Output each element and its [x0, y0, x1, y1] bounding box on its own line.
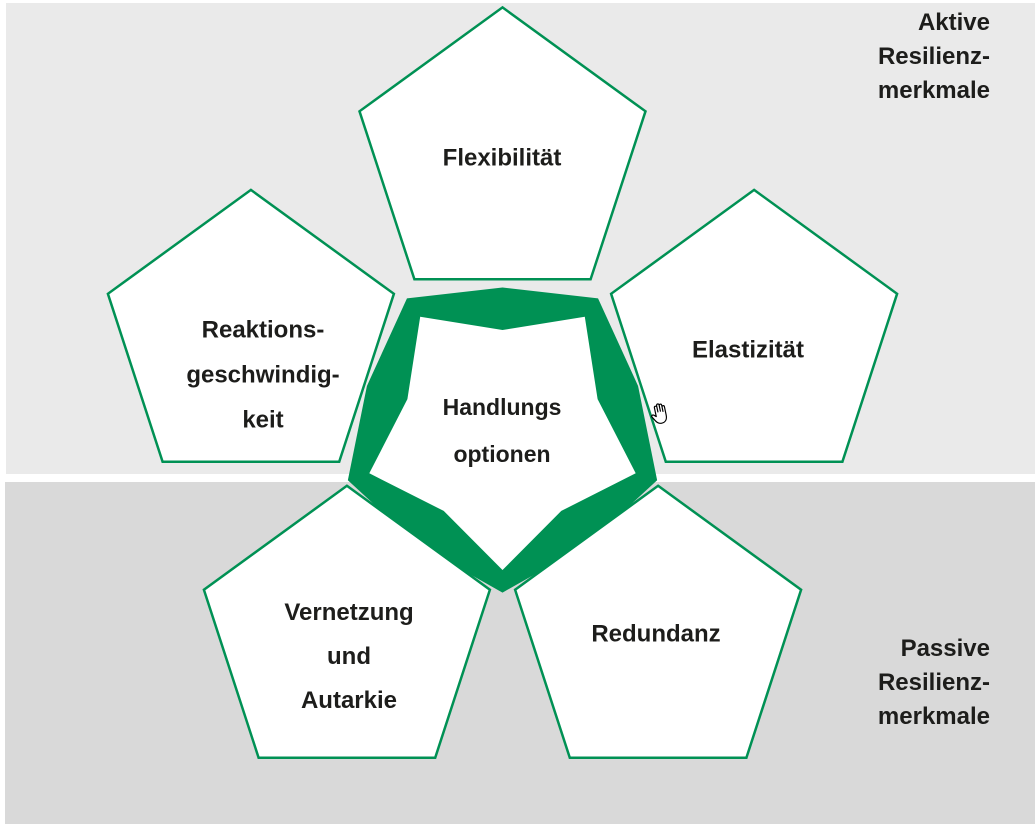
active-title-line-1: Aktive [917, 9, 990, 36]
label-elastizitaet: Elastizität [692, 328, 804, 373]
pentagon-bottom-left-vernetzung[interactable] [202, 484, 492, 759]
label-reaktions-line-2: geschwindig- [186, 361, 340, 389]
label-reaktionsgeschwindigkeit: Reaktions- geschwindig- keit [186, 308, 339, 443]
pentagon-right-elastizitaet[interactable] [609, 188, 899, 464]
pentagon-bottom-right-redundanz[interactable] [513, 484, 803, 759]
label-reaktions-line-1: Reaktions- [201, 316, 325, 344]
center-white-star-shape[interactable] [369, 316, 636, 570]
passive-title-line-2: Resilienz- [877, 669, 990, 696]
label-flexibilitaet: Flexibilität [443, 136, 562, 181]
label-reaktions-line-3: keit [242, 406, 284, 434]
label-redundanz-line: Redundanz [591, 620, 721, 648]
label-vernetzung-autarkie: Vernetzung und Autarkie [284, 591, 413, 723]
label-vernetzung-line-3: Autarkie [300, 687, 398, 714]
label-handlungsoptionen: Handlungs optionen [443, 384, 562, 478]
open-hand-cursor-icon [651, 403, 667, 424]
pentagon-top-flexibilitaet[interactable] [358, 5, 647, 281]
active-title-line-3: merkmale [877, 77, 990, 104]
label-handlungs-line-1: Handlungs [442, 394, 562, 420]
label-redundanz: Redundanz [591, 612, 720, 657]
active-title-line-2: Resilienz- [877, 43, 990, 70]
label-elastizitaet-line: Elastizität [691, 336, 805, 364]
label-vernetzung-line-2: und [327, 643, 371, 670]
label-vernetzung-line-1: Vernetzung [284, 599, 414, 626]
passive-resilience-title: Passive Resilienz- merkmale [878, 632, 990, 734]
pentagon-left-reaktionsgeschwindigkeit[interactable] [106, 188, 396, 464]
passive-title-line-3: merkmale [877, 703, 990, 730]
label-flexibilitaet-line: Flexibilität [442, 144, 562, 172]
passive-title-line-1: Passive [900, 635, 990, 662]
label-handlungs-line-2: optionen [453, 441, 551, 467]
active-resilience-title: Aktive Resilienz- merkmale [878, 6, 990, 108]
